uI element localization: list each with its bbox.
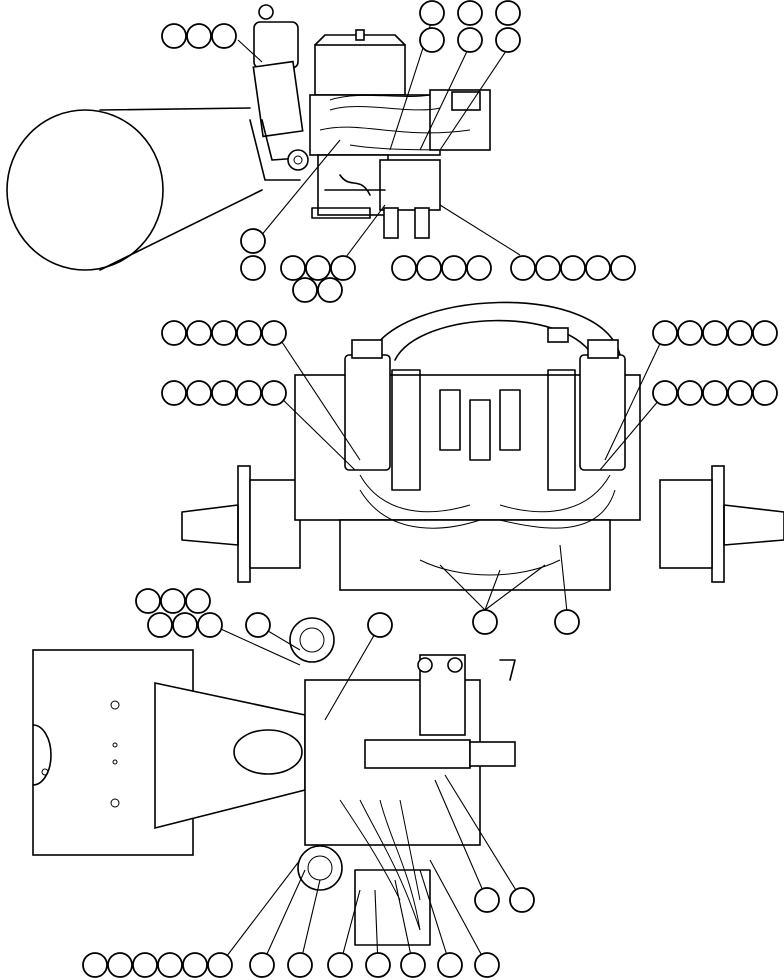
callout-group-7 bbox=[161, 380, 287, 406]
engine-block-side bbox=[309, 29, 491, 239]
cylinder-left bbox=[344, 339, 391, 471]
callout-group-10 bbox=[472, 609, 580, 635]
callout-group-13 bbox=[474, 887, 535, 913]
callout-group-6 bbox=[161, 320, 287, 346]
callout-group-12 bbox=[245, 612, 393, 638]
frame-arch bbox=[369, 301, 621, 356]
view-front bbox=[161, 301, 784, 635]
callout-group-4 bbox=[391, 255, 492, 281]
callout-group-2 bbox=[419, 0, 521, 53]
callout-group-8 bbox=[652, 320, 778, 346]
callout-group-11 bbox=[135, 588, 223, 638]
detail-magnifier-circle bbox=[6, 109, 164, 271]
axle-left bbox=[181, 465, 301, 583]
cylinder-right bbox=[579, 339, 626, 471]
callout-group-9 bbox=[652, 380, 778, 406]
callout-group-14 bbox=[82, 952, 233, 978]
lift-cylinder bbox=[249, 4, 309, 181]
callout-group-1 bbox=[161, 23, 237, 49]
view-top-side bbox=[6, 0, 636, 303]
callout-group-15 bbox=[249, 952, 500, 978]
callout-group-3 bbox=[240, 228, 356, 303]
callout-group-5 bbox=[510, 255, 636, 281]
view-plan bbox=[32, 588, 535, 978]
axle-right bbox=[659, 465, 784, 583]
